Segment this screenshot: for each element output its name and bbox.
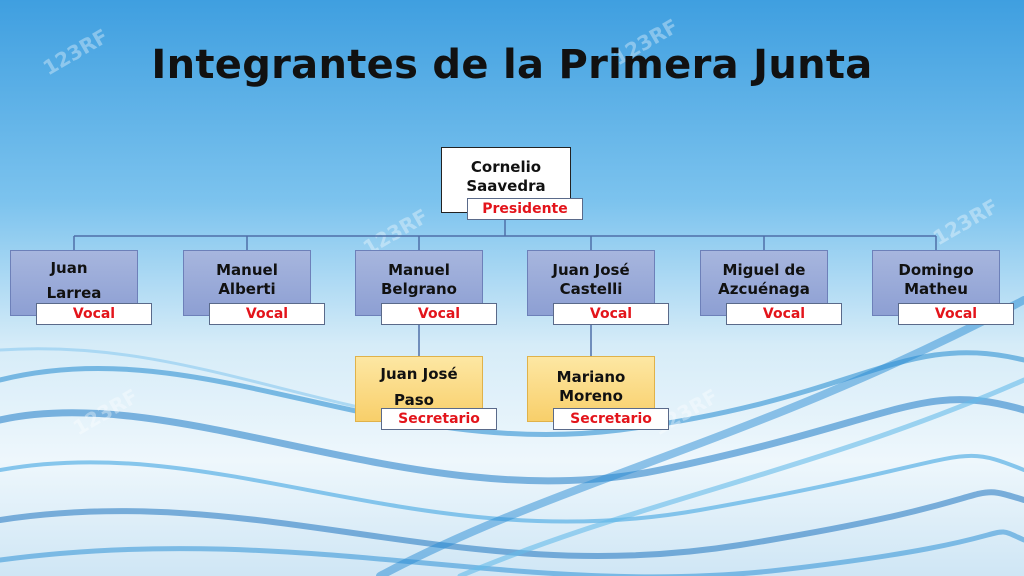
vocal-role-label: Vocal (209, 303, 325, 325)
secretary-role-label: Secretario (553, 408, 669, 430)
secretary-name-line2: Moreno (559, 387, 623, 405)
vocal-name-line1: Manuel (216, 261, 278, 279)
secretary-name-line1: Mariano (556, 368, 626, 386)
slide-title: Integrantes de la Primera Junta (151, 42, 873, 88)
secretary-role-label: Secretario (381, 408, 497, 430)
vocal-name-line2: Matheu (904, 280, 968, 298)
vocal-name-line2: Larrea (46, 284, 102, 302)
vocal-name-line1: Domingo (898, 261, 974, 279)
secretary-name-line2: Paso (394, 391, 434, 409)
vocal-name-line1: Juan (50, 259, 88, 277)
vocal-name-line1: Juan José (552, 261, 630, 279)
vocal-name-line2: Belgrano (381, 280, 457, 298)
secretary-name-line1: Juan José (380, 365, 458, 383)
vocal-role-label: Vocal (36, 303, 152, 325)
vocal-name-line2: Alberti (218, 280, 276, 298)
vocal-name-line1: Manuel (388, 261, 450, 279)
vocal-role-label: Vocal (726, 303, 842, 325)
vocal-name-line1: Miguel de (722, 261, 806, 279)
president-name-line1: Cornelio (470, 158, 542, 176)
vocal-role-label: Vocal (898, 303, 1014, 325)
president-role-label: Presidente (467, 198, 583, 220)
vocal-name-line2: Azcuénaga (718, 280, 810, 298)
vocal-name-line2: Castelli (559, 280, 623, 298)
vocal-role-label: Vocal (553, 303, 669, 325)
president-name-line2: Saavedra (466, 177, 546, 195)
vocal-role-label: Vocal (381, 303, 497, 325)
